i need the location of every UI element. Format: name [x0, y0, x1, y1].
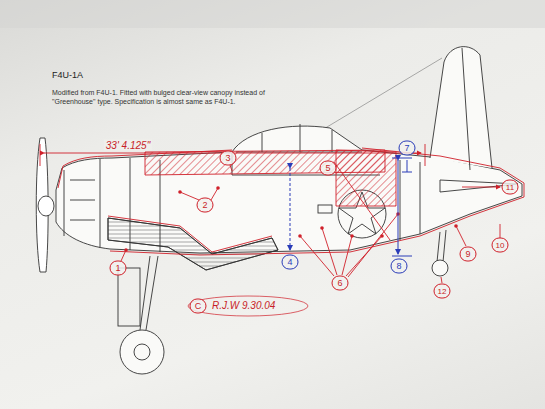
drawing-title: F4U-1A [52, 70, 83, 80]
callout-number: 2 [197, 198, 214, 213]
note-text: Modified from F4U-1. Fitted with bulged … [52, 88, 284, 106]
callout-number: 1 [110, 261, 127, 276]
signature-date: R.J.W 9.30.04 [212, 300, 275, 311]
dimension-label: 33' 4.125" [104, 140, 152, 151]
airframe-outline [36, 47, 522, 374]
callout-number: 7 [399, 141, 416, 156]
callout-number: 3 [220, 151, 237, 166]
callout-number: 4 [282, 255, 299, 270]
callout-number: 11 [502, 180, 519, 195]
red-markup [40, 144, 524, 316]
callout-letter: C [190, 299, 207, 314]
callout-number: 8 [391, 259, 408, 274]
red-dots [124, 186, 458, 252]
callout-number: 6 [332, 276, 349, 291]
callout-number: 10 [492, 238, 509, 253]
callout-number: 12 [434, 284, 451, 299]
callout-number: 9 [460, 247, 477, 262]
callout-number: 5 [320, 161, 337, 176]
paper-shadow [0, 0, 545, 28]
blue-dimensions [290, 158, 412, 256]
